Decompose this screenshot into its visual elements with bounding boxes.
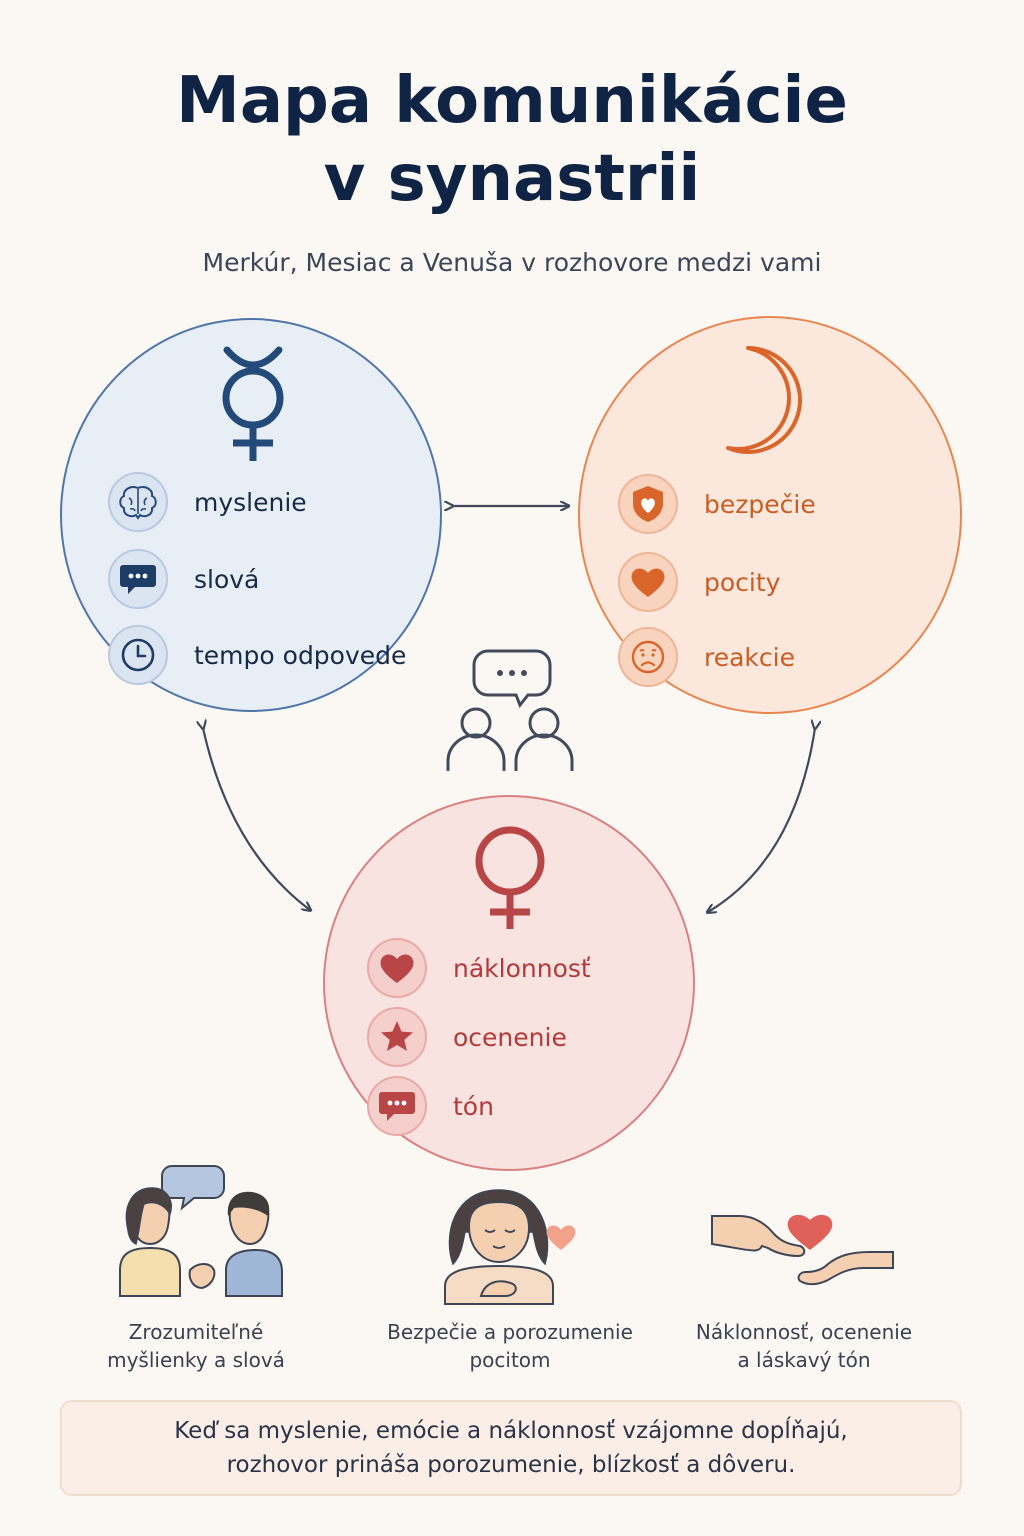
moon-circle: bezpečie pocity reakcie — [578, 316, 962, 714]
title-line-2: v synastrii — [323, 142, 701, 216]
title-line-1: Mapa komunikácie — [176, 64, 848, 138]
venus-item-tone: tón — [367, 1076, 494, 1136]
mercury-item-label: tempo odpovede — [194, 640, 407, 670]
star-icon — [367, 1007, 427, 1067]
crescent-moon-icon — [726, 346, 802, 454]
moon-item-label: bezpečie — [704, 489, 816, 519]
woman-hand-on-heart-icon — [444, 1189, 576, 1305]
arrow-moon-venus — [708, 728, 815, 912]
moon-item-label: pocity — [704, 567, 781, 597]
shield-heart-icon — [618, 474, 678, 534]
summary-box: Keď sa myslenie, emócie a náklonnosť vzá… — [60, 1400, 962, 1496]
page-title: Mapa komunikácie v synastrii — [0, 62, 1024, 218]
venus-symbol-icon — [475, 826, 545, 929]
illustration-caption-2: Bezpečie a porozumenie pocitom — [387, 1320, 633, 1372]
moon-item-reactions: reakcie — [618, 627, 795, 687]
arrow-mercury-venus — [203, 728, 310, 910]
moon-item-safety: bezpečie — [618, 474, 816, 534]
speech-bubble-icon — [367, 1076, 427, 1136]
heart-icon — [618, 552, 678, 612]
mercury-item-label: myslenie — [194, 487, 307, 517]
venus-item-affection: náklonnosť — [367, 938, 591, 998]
summary-line-2: rozhovor prináša porozumenie, blízkosť a… — [226, 1452, 796, 1478]
illustration-caption-3: Náklonnosť, ocenenie a láskavý tón — [695, 1320, 913, 1372]
venus-item-label: ocenenie — [453, 1022, 567, 1052]
mercury-symbol-icon — [222, 346, 284, 461]
hands-giving-heart-icon — [711, 1214, 894, 1286]
venus-circle: náklonnosť ocenenie tón — [323, 795, 695, 1171]
summary-line-1: Keď sa myslenie, emócie a náklonnosť vzá… — [174, 1418, 848, 1444]
heart-icon — [367, 938, 427, 998]
moon-item-feelings: pocity — [618, 552, 780, 612]
brain-icon — [108, 472, 168, 532]
moon-item-label: reakcie — [704, 642, 795, 672]
clock-icon — [108, 625, 168, 685]
sad-face-icon — [618, 627, 678, 687]
mercury-item-label: slová — [194, 564, 260, 594]
mercury-item-response-tempo: tempo odpovede — [108, 625, 406, 685]
venus-item-appreciation: ocenenie — [367, 1007, 567, 1067]
speech-bubble-icon — [108, 549, 168, 609]
mercury-item-words: slová — [108, 549, 259, 609]
venus-item-label: tón — [453, 1091, 494, 1121]
venus-item-label: náklonnosť — [453, 953, 591, 983]
mercury-circle: myslenie slová tempo odpovede — [60, 318, 442, 712]
illustration-caption-1: Zrozumiteľné myšlienky a slová — [107, 1320, 285, 1372]
page-subtitle: Merkúr, Mesiac a Venuša v rozhovore medz… — [202, 248, 822, 277]
two-people-talking-icon — [119, 1165, 283, 1297]
people-talking-icon — [446, 649, 574, 771]
mercury-item-thinking: myslenie — [108, 472, 307, 532]
